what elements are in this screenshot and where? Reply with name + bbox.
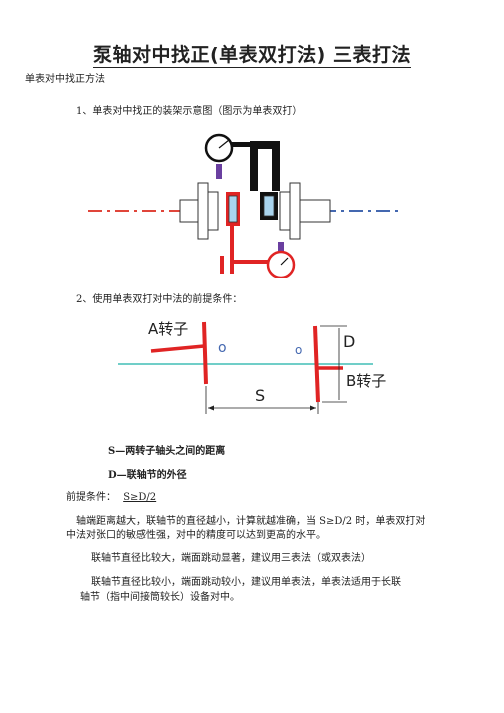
paragraph-3-line-2: 轴节（指中间接筒较长）设备对中。	[80, 592, 240, 603]
premise-line: 前提条件： S≥D/2	[66, 491, 156, 505]
left-hub-flange	[197, 182, 209, 240]
label-a-rotor: A转子	[148, 320, 188, 338]
bottom-dial-stem	[278, 242, 284, 256]
top-dial-stem	[216, 164, 222, 179]
mark-o-left: o	[218, 340, 227, 356]
distance-diagram: A转子 o o B转子 D S	[118, 320, 386, 414]
page-title: 泵轴对中找正(单表双打法) 三表打法	[93, 44, 411, 68]
left-hub	[207, 191, 219, 231]
paragraph-3-line-1: 联轴节直径比较小，端面跳动较小，建议用单表法，单表法适用于长联	[91, 577, 401, 588]
definition-d: D—联轴节的外径	[108, 470, 187, 481]
rotor-b-face	[313, 325, 320, 403]
right-shaft	[299, 199, 331, 223]
label-d: D	[343, 332, 355, 351]
rotor-a-shaft	[150, 344, 205, 353]
rotor-a-face	[202, 321, 208, 385]
item-1-heading: 1、单表对中找正的装架示意图（图示为单表双打）	[76, 106, 303, 117]
label-s: S	[255, 386, 265, 405]
definition-s: S—两转子轴头之间的距离	[108, 446, 226, 457]
item-2-heading: 2、使用单表双打对中法的前提条件：	[76, 294, 243, 305]
paragraph-1-line-1: 轴端距离越大，联轴节的直径越小，计算就越准确，当 S≥D/2 时，单表双打对	[76, 516, 426, 527]
premise-value: S≥D/2	[123, 492, 157, 503]
paragraph-1-line-2: 中法对张口的敏感性强，对中的精度可以达到更高的水平。	[66, 530, 326, 541]
paragraph-2: 联轴节直径比较大，端面跳动显著，建议用三表法（或双表法）	[91, 553, 371, 564]
setup-diagram	[88, 133, 402, 278]
mark-o-right: o	[295, 343, 302, 357]
premise-label: 前提条件：	[66, 492, 116, 503]
right-hub	[279, 191, 291, 231]
label-b-rotor: B转子	[346, 372, 386, 390]
subtitle: 单表对中找正方法	[25, 74, 105, 85]
right-hub-flange	[289, 182, 301, 240]
